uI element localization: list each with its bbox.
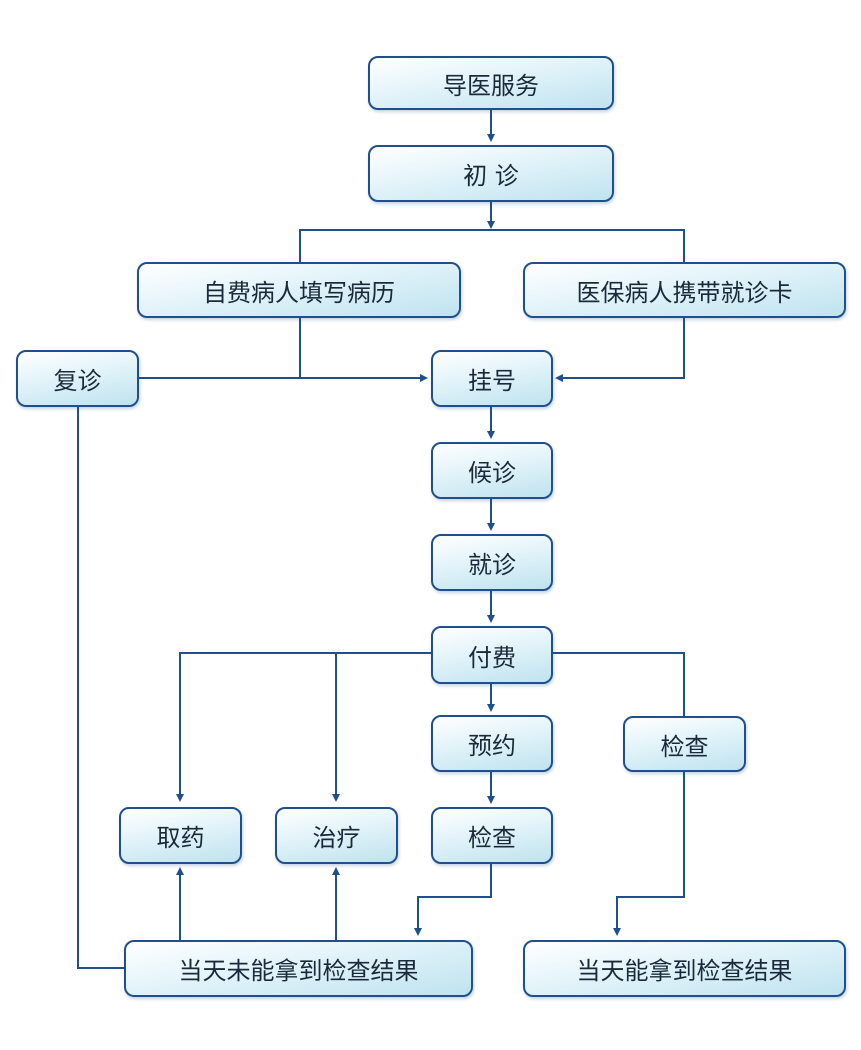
node-consultation: 就诊: [431, 534, 553, 591]
node-label: 初 诊: [463, 162, 519, 190]
connector-payment-to-exam-right: [553, 652, 685, 716]
node-payment: 付费: [431, 626, 553, 684]
node-treatment: 治疗: [275, 807, 398, 864]
node-label: 当天未能拿到检查结果: [178, 957, 419, 985]
node-guide-service: 导医服务: [368, 56, 614, 110]
node-label: 候诊: [468, 459, 516, 487]
node-get-medicine: 取药: [119, 807, 242, 864]
node-label: 就诊: [468, 551, 516, 579]
node-exam-right: 检查: [623, 716, 746, 772]
node-results-same-day: 当天能拿到检查结果: [523, 940, 846, 997]
node-label: 挂号: [468, 367, 516, 395]
node-insured-patient: 医保病人携带就诊卡: [523, 262, 846, 318]
connector-split-patients: [299, 229, 685, 262]
node-label: 检查: [468, 824, 516, 852]
node-label: 预约: [468, 732, 516, 760]
node-return-visit: 复诊: [16, 350, 139, 407]
node-label: 导医服务: [443, 71, 539, 100]
arrow-exam-to-not-same-day: [414, 864, 492, 936]
node-results-not-same-day: 当天未能拿到检查结果: [124, 940, 473, 997]
node-label: 付费: [468, 643, 516, 672]
node-registration: 挂号: [431, 350, 553, 407]
node-exam-center: 检查: [431, 807, 553, 864]
node-first-visit: 初 诊: [368, 145, 614, 202]
connector-return-visit-loop: [77, 407, 124, 969]
node-appointment: 预约: [431, 715, 553, 772]
node-waiting: 候诊: [431, 442, 553, 499]
arrow-insured-to-registration: [555, 318, 685, 382]
arrow-payment-to-medicine: [176, 652, 431, 802]
node-label: 取药: [156, 824, 205, 852]
node-label: 自费病人填写病历: [203, 278, 395, 307]
node-self-pay-patient: 自费病人填写病历: [137, 262, 461, 318]
node-label: 治疗: [312, 824, 361, 852]
arrow-exam-right-to-same-day: [613, 772, 685, 936]
node-label: 检查: [660, 732, 709, 761]
node-label: 当天能拿到检查结果: [576, 957, 793, 985]
node-label: 医保病人携带就诊卡: [576, 278, 793, 307]
node-label: 复诊: [53, 367, 102, 395]
